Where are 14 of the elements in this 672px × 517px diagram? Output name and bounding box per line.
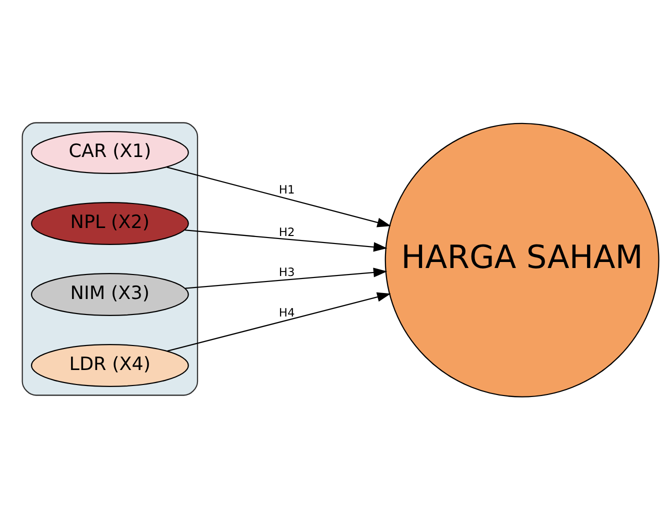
node-ellipse: CAR (X1) — [30, 130, 189, 174]
arrow — [166, 166, 392, 227]
edge-label: H1 — [278, 182, 295, 196]
cluster — [22, 122, 198, 396]
arrow — [167, 292, 391, 352]
arrow — [184, 229, 388, 252]
arrow — [185, 267, 388, 288]
node-ellipse: NPL (X2) — [30, 202, 189, 244]
edge-label: H4 — [278, 304, 295, 319]
node-ellipse: NIM (X3) — [30, 272, 189, 316]
edge-label: H2 — [278, 224, 295, 239]
edge-label: H3 — [278, 264, 295, 279]
node-circle: HARGA SAHAM — [384, 122, 660, 397]
node-ellipse: LDR (X4) — [30, 344, 189, 386]
